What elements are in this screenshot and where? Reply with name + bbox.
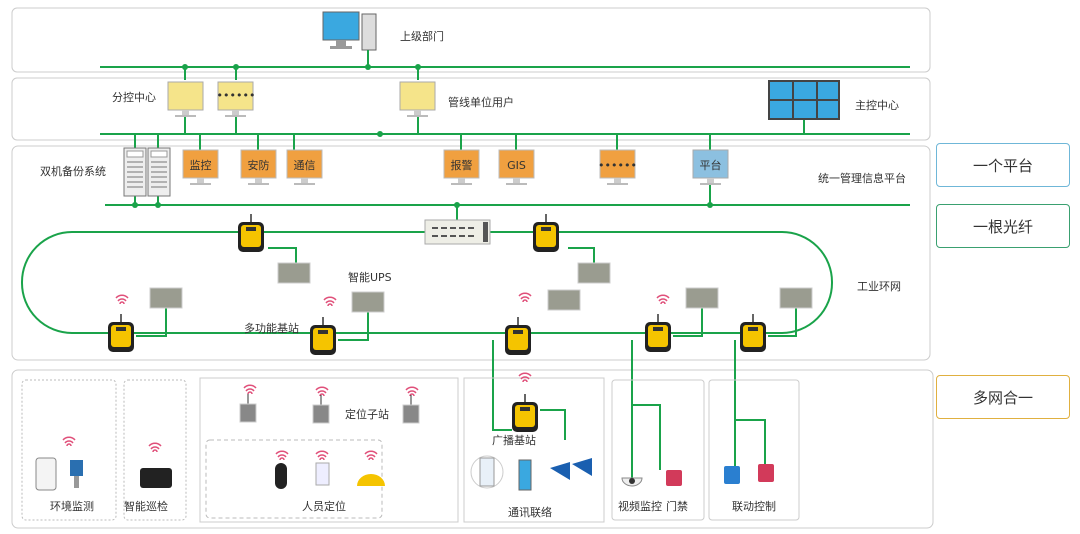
monitor-label: 平台 (700, 158, 722, 172)
comm-label: 通讯联络 (508, 505, 552, 519)
tier-superior (11, 7, 931, 73)
platform-label: 统一管理信息平台 (818, 171, 906, 185)
desktop-computer-icon (322, 11, 377, 51)
monitor-label: 通信 (294, 159, 316, 172)
sub-center-label: 分控中心 (112, 90, 156, 104)
camera-icon (621, 477, 643, 487)
door-label: 门禁 (666, 499, 688, 513)
broadcast-label: 广播基站 (492, 433, 536, 447)
monitor-label: 报警 (451, 158, 473, 172)
monitor-label: 安防 (248, 158, 270, 172)
personnel-label: 人员定位 (302, 499, 346, 513)
video-label: 视频监控 (618, 499, 662, 513)
env-devices (35, 436, 83, 491)
video-wall-icon (768, 80, 840, 120)
alarm-icon (758, 464, 774, 482)
comm-devices (470, 455, 592, 491)
server-icon (147, 147, 171, 197)
server-icon (123, 147, 147, 197)
main-center-label: 主控中心 (855, 98, 899, 112)
superior-label: 上级部门 (400, 29, 444, 43)
monitor-label: GIS (507, 159, 526, 172)
inspection-label: 智能巡检 (124, 499, 168, 513)
linkage-label: 联动控制 (732, 499, 776, 513)
personnel-devices (275, 450, 385, 489)
side-label-multi-network: 多网合一 (936, 375, 1070, 419)
tablet-icon (140, 468, 172, 488)
backup-label: 双机备份系统 (40, 164, 106, 178)
locator-station-label: 定位子站 (345, 407, 389, 421)
side-label-one-platform: 一个平台 (936, 143, 1070, 187)
monitor-label: 监控 (190, 158, 212, 172)
monitor-dots: •••••• (217, 89, 256, 102)
door-access-icon (666, 470, 682, 486)
monitor-label: •••••• (598, 159, 637, 172)
pipeline-user-label: 管线单位用户 (448, 95, 514, 109)
ups-label: 智能UPS (348, 270, 392, 284)
switch-icon (424, 219, 491, 245)
fan-icon (724, 466, 740, 484)
base-station-label: 多功能基站 (244, 321, 299, 335)
ring-label: 工业环网 (857, 280, 901, 293)
side-label-one-fiber: 一根光纤 (936, 204, 1070, 248)
env-label: 环境监测 (50, 499, 94, 513)
